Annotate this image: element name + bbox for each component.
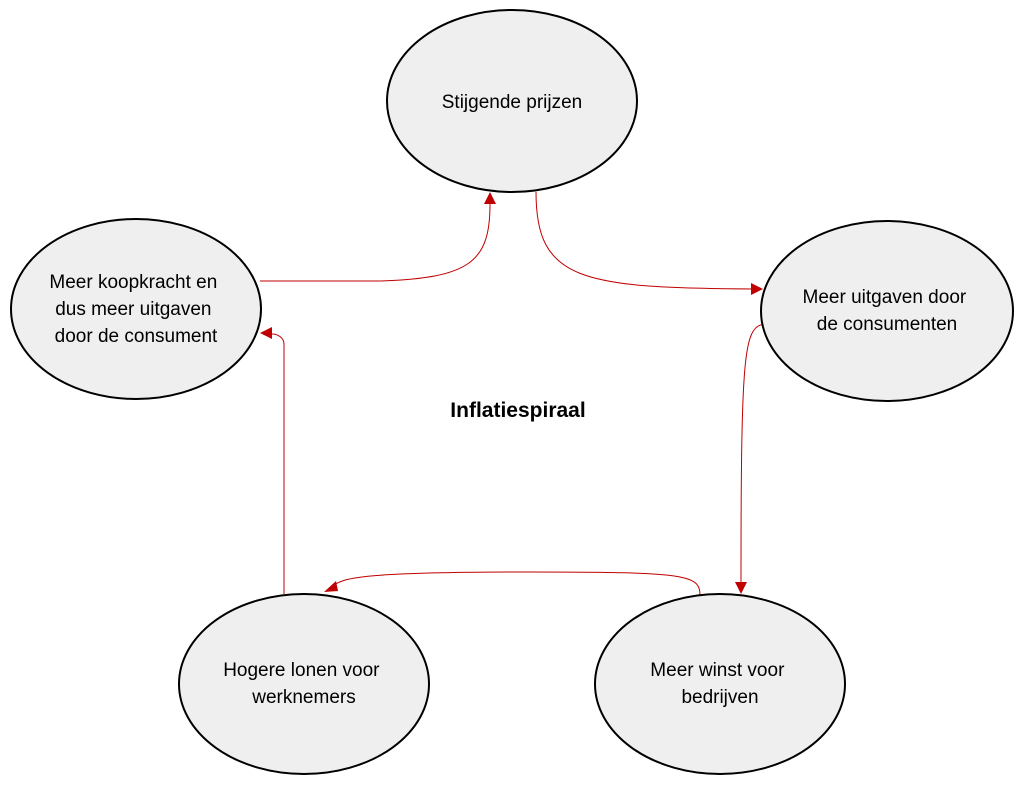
svg-text:Hogere lonen voor werkne: Hogere lonen voor werknemers [223,660,385,708]
node-ellipse [178,593,430,775]
node-ellipse [10,218,262,400]
svg-text:Meer winst voor bedrijve: Meer winst voor bedrijven [650,660,789,708]
node-label-line: Meer winst voor [650,660,785,681]
node-label-line: Meer koopkracht en [49,272,217,293]
node-label-line: dus meer uitgaven [55,299,211,320]
edge-stijgende-prijzen-to-meer-uitgaven [535,191,753,290]
node-label-line: de consumenten [817,314,958,335]
arrowhead-icon [751,283,763,295]
arrowhead-icon [735,582,747,594]
node-label-line: bedrijven [681,687,758,708]
edge-meer-winst-to-hogere-lonen [333,571,701,597]
edge-meer-koopkracht-to-stijgende-prijzen [260,203,491,282]
diagram-title: Inflatiespiraal [450,399,585,422]
node-meer-winst-bedrijven: Meer winst voor bedrijven [594,593,846,775]
arrowhead-icon [260,327,272,339]
arrowhead-icon [324,581,338,592]
node-ellipse [760,220,1014,402]
node-label-line: Hogere lonen voor [223,660,380,681]
svg-text:Meer koopkracht en dus m: Meer koopkracht en dus meer uitgaven doo… [49,272,222,347]
node-stijgende-prijzen: Stijgende prijzen [386,9,638,193]
node-meer-koopkracht: Meer koopkracht en dus meer uitgaven doo… [10,218,262,400]
edge-hogere-lonen-to-meer-koopkracht [271,333,285,594]
arrowhead-icon [484,192,496,204]
node-label-line: werknemers [251,687,355,708]
node-ellipse [594,593,846,775]
node-hogere-lonen: Hogere lonen voor werknemers [178,593,430,775]
node-meer-uitgaven-consumenten: Meer uitgaven door de consumenten [760,220,1014,402]
node-ellipse [386,9,638,193]
node-label-line: Stijgende prijzen [442,92,582,113]
node-label-line: Meer uitgaven door [803,287,967,308]
svg-text:Stijgende prijzen: Stijgende prijzen [442,92,582,113]
svg-text:Meer uitgaven door de co: Meer uitgaven door de consumenten [803,287,972,335]
connector-layer [260,191,765,597]
node-label-line: door de consument [55,326,218,347]
edge-meer-uitgaven-to-meer-winst [740,323,765,583]
